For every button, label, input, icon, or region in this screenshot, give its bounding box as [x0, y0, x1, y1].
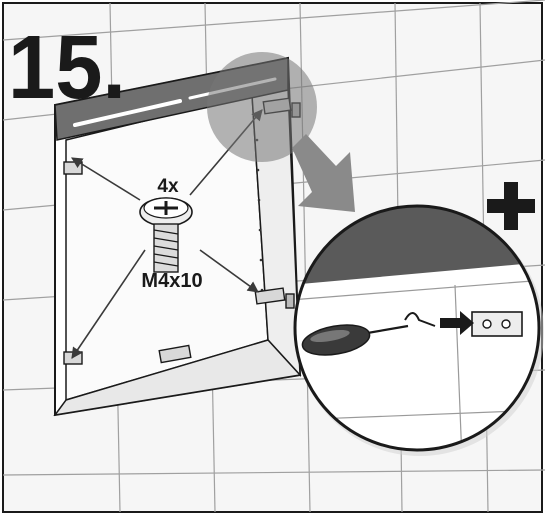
- screw-quantity-label: 4x: [157, 176, 179, 197]
- bracket-plate: [471, 311, 523, 337]
- screwdriver-icon: [301, 324, 409, 356]
- screw-icon: [139, 197, 193, 273]
- magnify-highlight: [207, 52, 317, 162]
- step-number: 15.: [8, 18, 126, 118]
- screw-size-label: M4x10: [141, 270, 202, 292]
- insert-arrow: [440, 311, 474, 335]
- magnify-arrow-icon: [292, 134, 355, 212]
- plus-icon: [487, 182, 535, 230]
